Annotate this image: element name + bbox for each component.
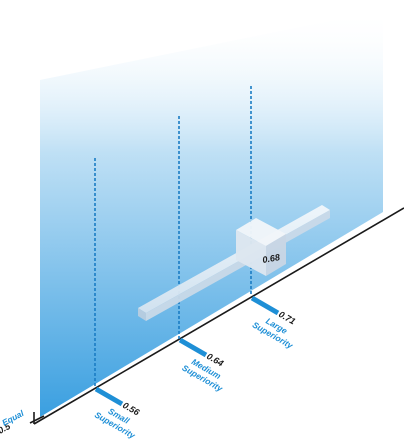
marker-cube-left bbox=[236, 230, 266, 276]
threshold-tick-large bbox=[250, 295, 280, 316]
gradient-wall bbox=[40, 10, 383, 417]
threshold-tick-small bbox=[94, 386, 124, 407]
threshold-label-equal: Equal bbox=[0, 408, 26, 428]
marker-value: 0.68 bbox=[262, 252, 281, 265]
interval-bar-end bbox=[138, 308, 146, 321]
marker-cube-top bbox=[236, 218, 286, 246]
equal-tick-foot bbox=[29, 415, 45, 424]
main-axis bbox=[33, 207, 404, 425]
marker-cube-right bbox=[266, 234, 286, 276]
threshold-tick-medium bbox=[178, 337, 208, 358]
